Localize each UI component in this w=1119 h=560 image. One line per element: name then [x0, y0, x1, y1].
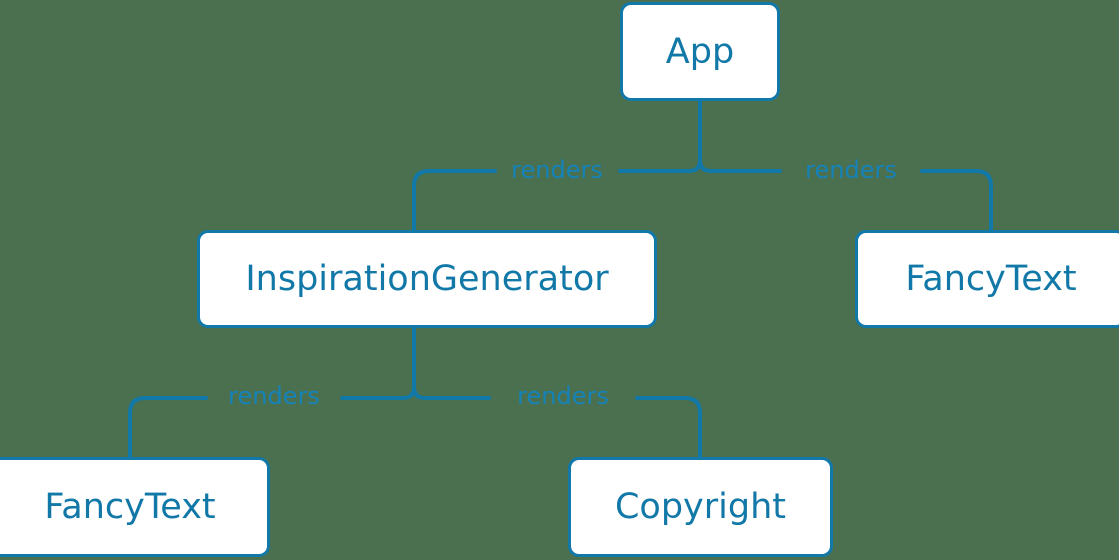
node-fancy-text-left-label: FancyText [44, 487, 216, 527]
node-copyright[interactable]: Copyright [568, 457, 833, 557]
node-app-label: App [665, 31, 735, 72]
node-app[interactable]: App [620, 2, 780, 101]
node-fancy-text-right-label: FancyText [905, 259, 1077, 299]
edge-app-junction-right [698, 158, 713, 173]
edge-label-app-to-fancy-text-right: renders [805, 156, 897, 184]
edge-label-app-to-inspiration-generator: renders [511, 156, 603, 184]
node-inspiration-generator[interactable]: InspirationGenerator [197, 230, 657, 328]
edge-label-inspiration-generator-to-fancy-text-left: renders [228, 382, 320, 410]
edge-inspgen-to-fancyleft-elbow [128, 396, 147, 459]
node-fancy-text-right[interactable]: FancyText [855, 230, 1119, 328]
edge-app-to-fancyright-elbow [974, 169, 993, 232]
edge-inspgen-to-copyright-elbow [683, 396, 702, 459]
edge-app-to-inspgen-elbow [412, 169, 431, 232]
node-inspiration-generator-label: InspirationGenerator [245, 259, 609, 299]
edge-label-inspiration-generator-to-copyright: renders [517, 382, 609, 410]
node-copyright-label: Copyright [614, 487, 787, 527]
node-fancy-text-left[interactable]: FancyText [0, 457, 270, 557]
edge-inspgen-junction-right [412, 385, 427, 400]
